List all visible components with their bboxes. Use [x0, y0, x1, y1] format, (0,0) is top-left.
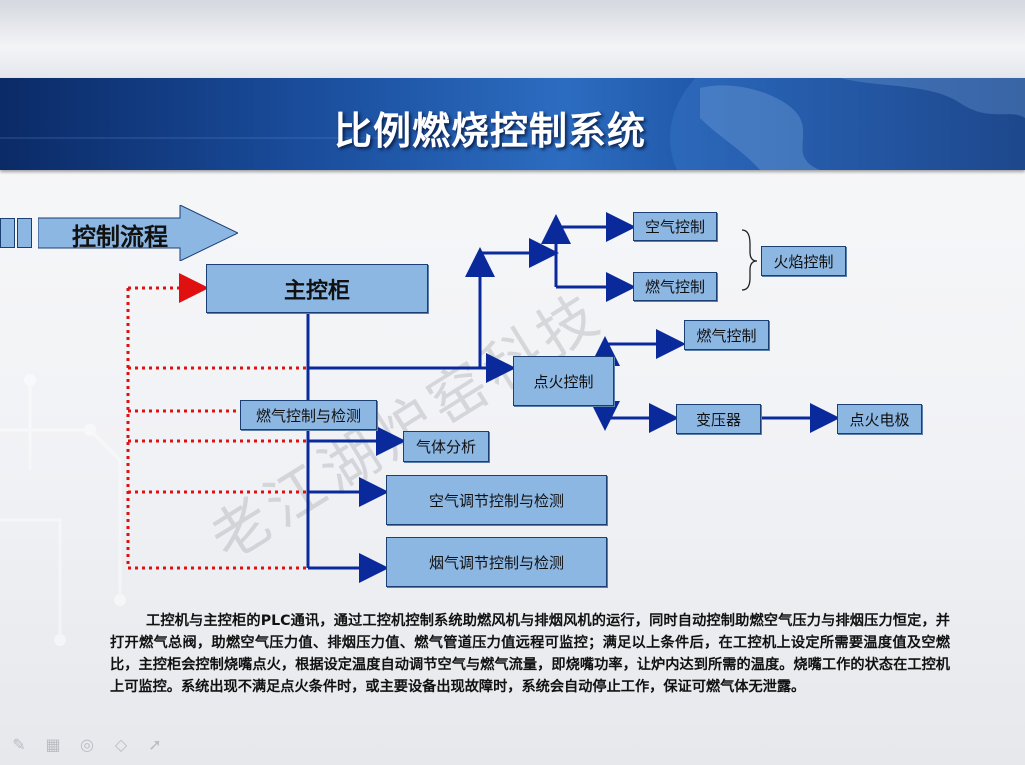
node-air-control-top: 空气控制 — [633, 212, 717, 241]
node-gas-control-mid: 燃气控制 — [684, 320, 769, 350]
flow-label-arrow: 控制流程 — [37, 204, 240, 262]
node-flue-adjust: 烟气调节控制与检测 — [386, 537, 607, 587]
page-title: 比例燃烧控制系统 — [333, 109, 646, 153]
eraser-icon[interactable]: ◇ — [114, 734, 128, 754]
flow-marker-1 — [0, 218, 15, 248]
description-paragraph: 工控机与主控柜的PLC通讯，通过工控机控制系统助燃风机与排烟风机的运行，同时自动… — [110, 613, 950, 695]
pointer-icon[interactable]: ➚ — [148, 734, 162, 754]
pen-icon[interactable]: ✎ — [12, 734, 26, 754]
node-gas-analysis: 气体分析 — [403, 431, 489, 462]
node-gas-control-top: 燃气控制 — [633, 272, 717, 301]
keyboard-icon[interactable]: ▦ — [45, 734, 61, 754]
title-banner — [0, 78, 1025, 170]
slideshow-toolbar: ✎ ▦ ◎ ◇ ➚ — [8, 733, 166, 757]
flow-label: 控制流程 — [72, 223, 168, 251]
node-main-cabinet: 主控柜 — [206, 264, 428, 313]
node-transformer: 变压器 — [676, 404, 761, 434]
node-flame-control: 火焰控制 — [761, 246, 846, 276]
node-gas-control-detect: 燃气控制与检测 — [240, 400, 377, 430]
ink-icon[interactable]: ◎ — [80, 734, 94, 754]
node-ignition-electrode: 点火电极 — [837, 404, 922, 434]
node-air-adjust: 空气调节控制与检测 — [386, 475, 607, 525]
flow-marker-2 — [17, 218, 32, 248]
node-ignition-control: 点火控制 — [513, 356, 614, 406]
top-strip — [0, 0, 1025, 78]
flow-arrow-shape — [37, 204, 240, 262]
globe-decoration — [0, 78, 1025, 170]
